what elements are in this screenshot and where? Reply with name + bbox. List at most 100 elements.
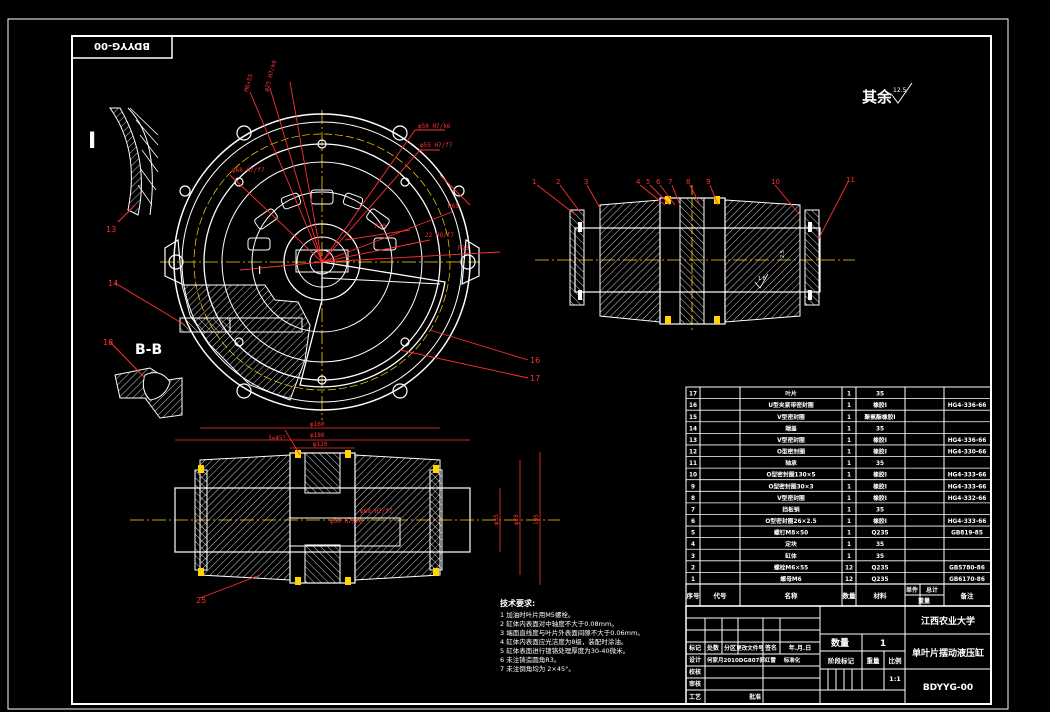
balloon-7: 7 bbox=[668, 178, 672, 186]
bom-cell-name: 端盖 bbox=[785, 424, 797, 432]
bottom-dim-2: φ160 bbox=[310, 421, 325, 428]
tech-item-4: 4 缸体内表面应光洁度为8级，装配时涂油。 bbox=[500, 637, 627, 646]
bom-cell-name: O型密封圈26×2.5 bbox=[765, 517, 816, 525]
balloon-10: 10 bbox=[771, 178, 780, 186]
bom-cell-no: 12 bbox=[689, 450, 697, 456]
bom-cell-qty: 1 bbox=[847, 496, 851, 502]
drawing-number: BDYYG-00 bbox=[923, 683, 973, 693]
mirrored-drawing-number: BDYYG-00 bbox=[94, 40, 150, 51]
bom-cell-name: O型密封圈 bbox=[777, 448, 805, 456]
bom-cell-no: 2 bbox=[691, 565, 695, 571]
bom-cell-qty: 1 bbox=[847, 403, 851, 409]
bom-cell-name: 螺栓M6×55 bbox=[774, 563, 808, 571]
bottom-dim-1: φ186 bbox=[310, 432, 325, 439]
bom-cell-qty: 1 bbox=[847, 531, 851, 537]
bom-cell-standard: HG4-333-66 bbox=[948, 519, 987, 525]
bottom-dim-6: φ50 H7/k6 bbox=[330, 518, 363, 525]
scale-value: 1:1 bbox=[889, 675, 901, 683]
roughness-side-2: 2.5 bbox=[780, 250, 786, 258]
bom-cell-no: 14 bbox=[689, 426, 697, 432]
bom-cell-material: 橡胶I bbox=[873, 471, 887, 479]
bom-cell-material: 聚氨酯橡胶I bbox=[863, 413, 895, 421]
bom-cell-material: 35 bbox=[876, 507, 884, 513]
design-label: 设计 bbox=[689, 656, 701, 664]
section-view-BB: B-B 18 bbox=[103, 338, 183, 419]
process-label: 工艺 bbox=[689, 693, 701, 701]
bom-cell-name: V型密封圈 bbox=[777, 436, 805, 444]
bom-cell-name: V型密封圈 bbox=[777, 413, 805, 421]
audit-label: 审核 bbox=[689, 680, 701, 688]
roughness-side-1: 1.6 bbox=[758, 276, 766, 282]
tech-item-3: 3 端面直线度与叶片外表面间隙不大于0.06mm。 bbox=[500, 628, 644, 637]
bom-cell-name: 定块 bbox=[784, 540, 797, 548]
bom-cell-standard: HG4-336-66 bbox=[948, 403, 987, 409]
bom-cell-no: 4 bbox=[691, 542, 695, 548]
roughness-value: 12.5 bbox=[893, 87, 907, 94]
balloon-1: 1 bbox=[532, 178, 536, 186]
balloon-11: 11 bbox=[846, 176, 855, 184]
bom-cell-no: 9 bbox=[691, 484, 695, 490]
bom-header-no: 序号 bbox=[686, 591, 701, 600]
bom-cell-material: 橡胶I bbox=[873, 448, 887, 456]
roughness-text: 其余 bbox=[862, 88, 893, 106]
bom-cell-no: 3 bbox=[691, 554, 695, 560]
bottom-dim-4: 3×45° bbox=[268, 435, 286, 442]
bom-cell-no: 15 bbox=[689, 415, 697, 421]
bom-cell-standard: HG4-330-66 bbox=[948, 450, 987, 456]
bom-cell-material: 橡胶I bbox=[873, 436, 887, 444]
inner-frame bbox=[71, 35, 992, 705]
bom-cell-name: 叶片 bbox=[785, 390, 797, 398]
balloon-17: 17 bbox=[530, 374, 540, 383]
bom-cell-material: Q235 bbox=[871, 577, 888, 583]
bom-header-material: 材料 bbox=[873, 591, 888, 600]
balloon-4: 4 bbox=[636, 178, 641, 186]
detail-view-I: I 13 bbox=[88, 107, 159, 234]
bom-cell-qty: 1 bbox=[847, 507, 851, 513]
bom-table bbox=[685, 386, 992, 606]
bom-cell-qty: 12 bbox=[845, 565, 853, 571]
outer-frame bbox=[7, 18, 1009, 710]
dim-phi68: φ68 H7/f7 bbox=[232, 167, 265, 174]
bom-cell-name: 挡板销 bbox=[782, 505, 800, 513]
tech-item-7: 7 未注倒角均为 2×45°。 bbox=[500, 664, 575, 673]
bom-cell-material: 35 bbox=[876, 461, 884, 467]
stage-label: 阶段标记 bbox=[828, 656, 855, 665]
bom-cell-name: O型密封圈30×3 bbox=[768, 482, 813, 490]
bom-cell-no: 7 bbox=[691, 507, 695, 513]
bom-cell-standard: GB819-85 bbox=[951, 531, 983, 537]
bom-cell-no: 6 bbox=[691, 519, 695, 525]
tech-item-1: 1 加油时叶片用M5螺栓。 bbox=[500, 610, 574, 619]
bottom-dim-7: φ35 bbox=[493, 514, 500, 525]
bom-cell-qty: 1 bbox=[847, 519, 851, 525]
bottom-dim-8: φ28 bbox=[513, 514, 520, 525]
bom-cell-name: O型密封圈130×5 bbox=[766, 471, 815, 479]
balloon-2: 2 bbox=[556, 178, 560, 186]
dim-phi50: φ50 H7/k6 bbox=[418, 123, 451, 130]
scale-label: 比例 bbox=[889, 656, 903, 665]
bom-cell-no: 11 bbox=[689, 461, 697, 467]
balloon-16: 16 bbox=[530, 356, 540, 365]
bom-cell-qty: 1 bbox=[847, 542, 851, 548]
bom-header-code: 代号 bbox=[713, 591, 728, 600]
bom-cell-standard: HG4-332-66 bbox=[948, 496, 987, 502]
tech-item-5: 5 缸体表面进行镀铬处理厚度为30-40微米。 bbox=[500, 646, 629, 655]
balloon-25: 25 bbox=[196, 596, 206, 605]
bom-cell-material: 橡胶I bbox=[873, 494, 887, 502]
bom-cell-standard: HG4-333-66 bbox=[948, 473, 987, 479]
bom-header-single: 单件 bbox=[906, 586, 918, 594]
balloon-5: 5 bbox=[646, 178, 650, 186]
title-block bbox=[685, 605, 992, 705]
qty-value: 1 bbox=[880, 639, 886, 649]
dim-m6x55: M6×55 bbox=[243, 73, 255, 93]
dim-22h8: 22 H8/f7 bbox=[425, 232, 454, 239]
change-label: 更改文件号 bbox=[736, 644, 764, 652]
bom-cell-material: Q235 bbox=[871, 565, 888, 571]
bom-cell-name: 轴承 bbox=[785, 459, 797, 467]
bom-cell-qty: 1 bbox=[847, 473, 851, 479]
bom-header-qty: 数量 bbox=[843, 591, 857, 600]
title-block-text: 江西农业大学 单叶片摆动液压缸 BDYYG-00 数量 1 阶段标记 重量 比例… bbox=[688, 615, 984, 701]
bom-cell-qty: 1 bbox=[847, 450, 851, 456]
bom-header-name: 名称 bbox=[785, 591, 799, 600]
balloon-9: 9 bbox=[706, 178, 710, 186]
